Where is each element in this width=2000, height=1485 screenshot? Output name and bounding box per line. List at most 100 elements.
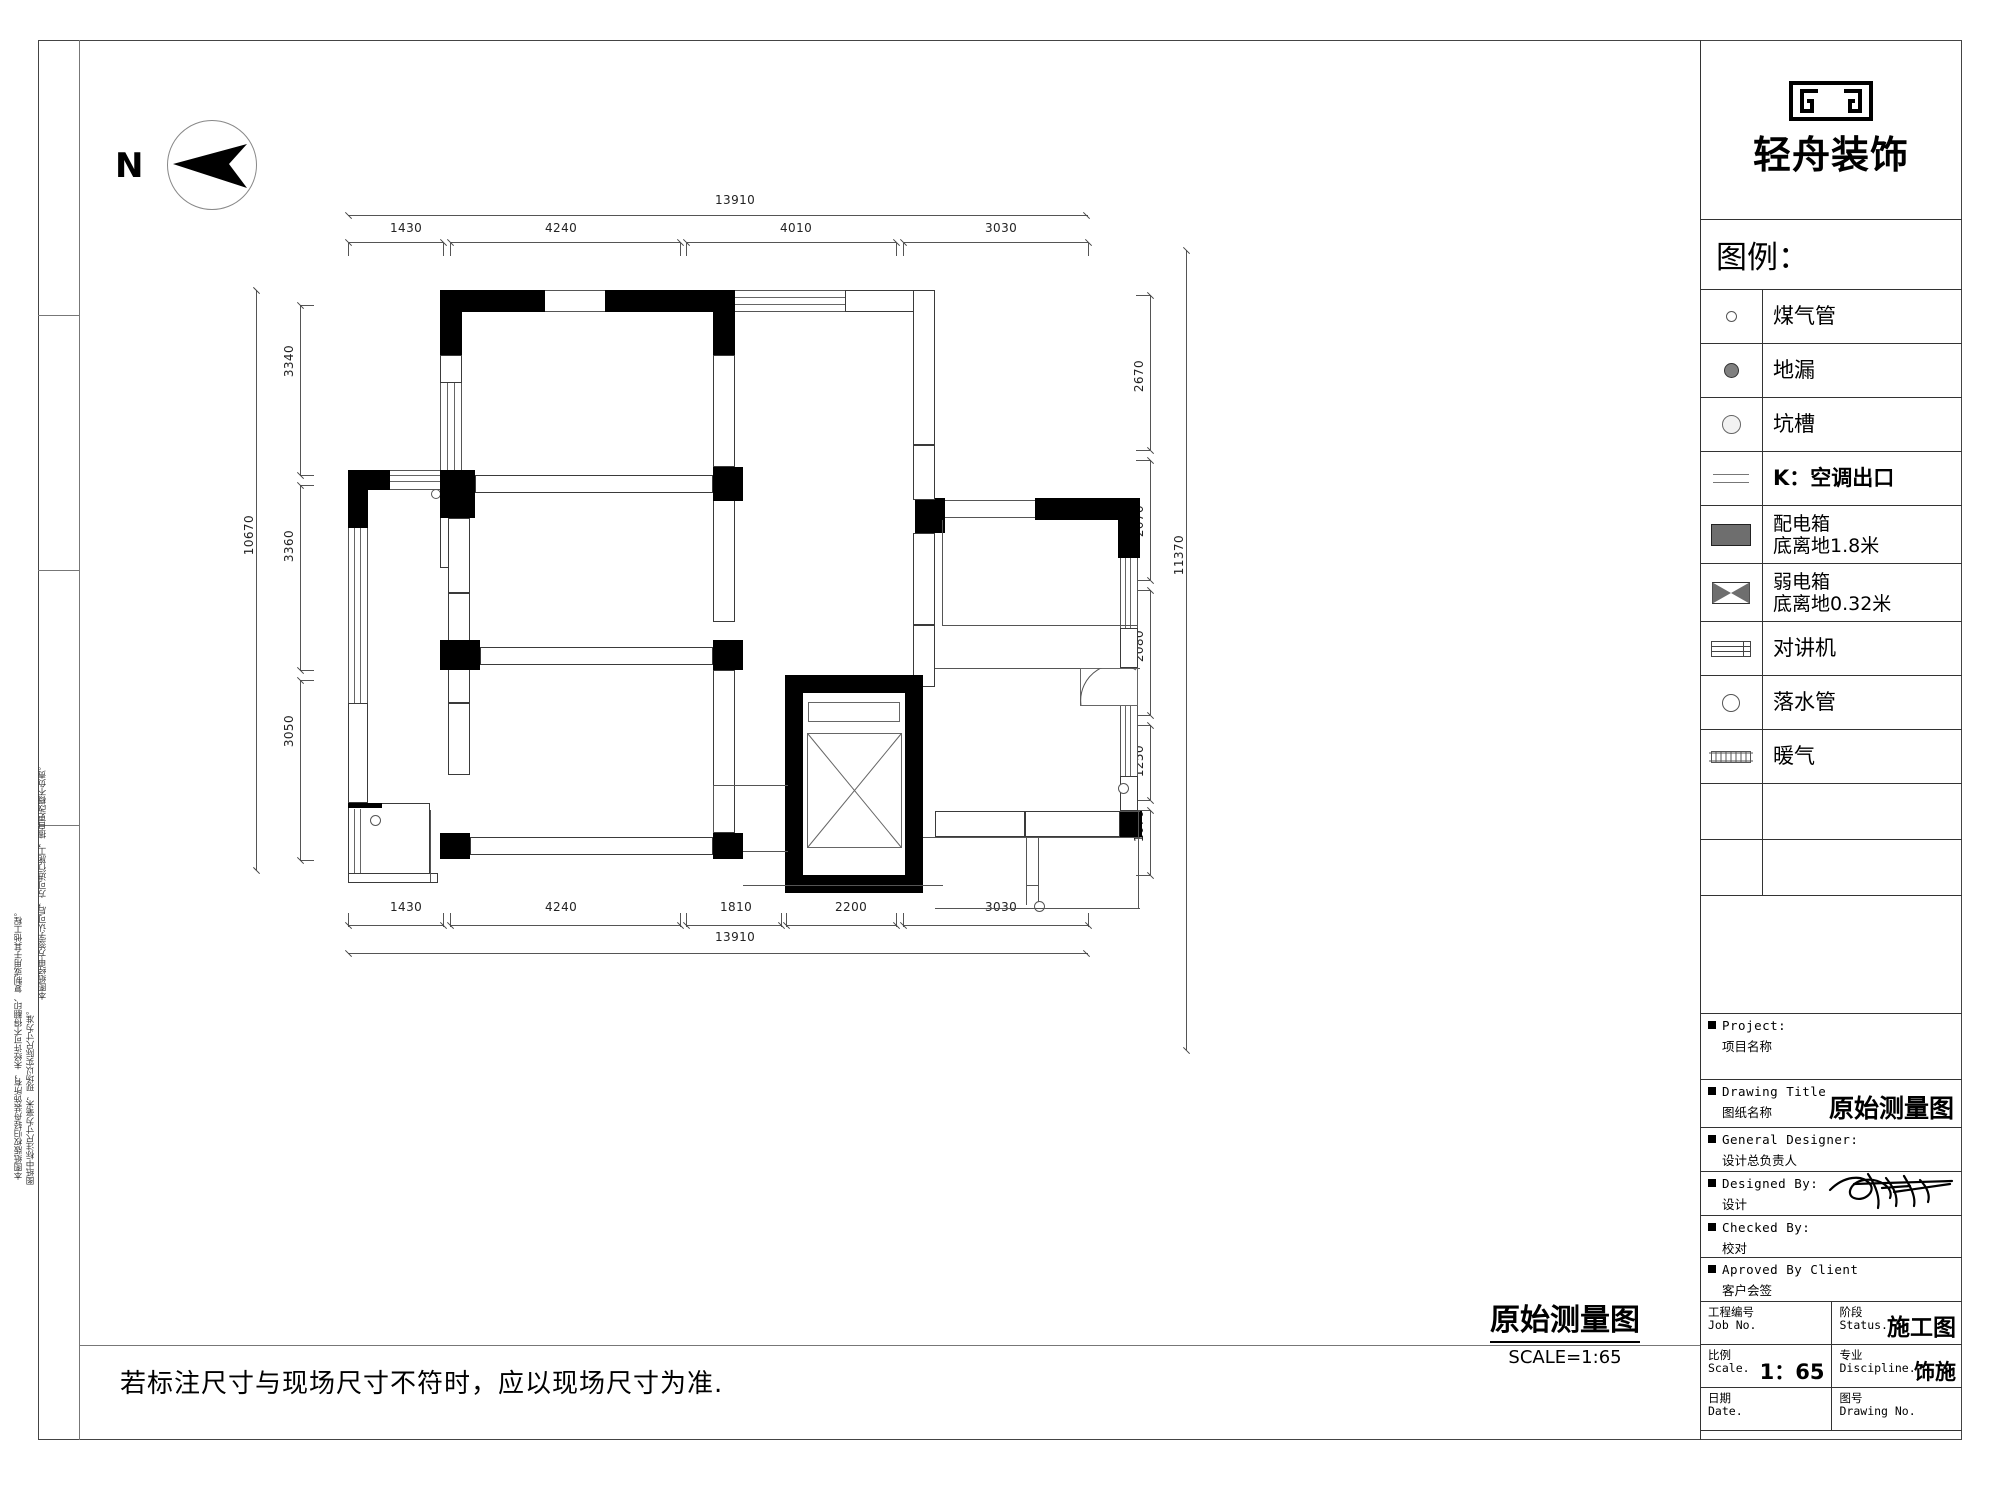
legend-table: 煤气管 地漏 坑槽 K：空调出口 配电箱 底离地1.8米 — [1700, 290, 1962, 896]
window-opening — [390, 470, 440, 490]
status-label-en: Status. — [1839, 1318, 1888, 1332]
wall-thin — [913, 445, 935, 500]
status-value: 施工图 — [1887, 1315, 1956, 1341]
discipline-label-cn: 专业 — [1839, 1348, 1863, 1362]
dim-bottom-total: 13910 — [715, 930, 756, 944]
legend-symbol-cell — [1700, 622, 1763, 675]
scale-cell[interactable]: 比例 Scale. 1：65 — [1700, 1345, 1832, 1387]
hatched-circle-icon — [1721, 415, 1741, 434]
wall-column — [713, 467, 743, 501]
titleblock-row-approved-by-client[interactable]: Aproved By Client 客户会签 — [1700, 1258, 1962, 1302]
legend-label-group: 弱电箱 底离地0.32米 — [1763, 571, 1891, 615]
job-no-cell[interactable]: 工程编号 Job No. — [1700, 1302, 1832, 1344]
dimension-disclaimer-note: 若标注尺寸与现场尺寸不符时，应以现场尺寸为准. — [120, 1369, 724, 1399]
seal-emblem-icon — [1789, 81, 1873, 121]
titleblock: Project: 项目名称 Drawing Title 图纸名称 原始测量图 G… — [1700, 1014, 1962, 1431]
wall-thin — [480, 647, 713, 665]
electrical-box-marker — [348, 803, 382, 808]
approved-by-client-label-en: Aproved By Client — [1708, 1262, 1962, 1277]
sheet-border — [38, 40, 1962, 1440]
discipline-label-en: Discipline. — [1839, 1361, 1916, 1375]
titleblock-row-scale-discipline: 比例 Scale. 1：65 专业 Discipline. 饰施 — [1700, 1345, 1962, 1388]
scale-label-en: Scale. — [1708, 1361, 1750, 1375]
dim-top-seg-4: 3030 — [985, 221, 1018, 235]
filled-circle-icon — [1723, 363, 1739, 378]
titleblock-row-checked-by[interactable]: Checked By: 校对 — [1700, 1216, 1962, 1258]
wall-thin — [913, 290, 935, 445]
wall-segment — [1035, 498, 1140, 520]
dim-left-total: 10670 — [242, 515, 256, 556]
north-circle — [167, 120, 257, 210]
window-opening — [1120, 706, 1138, 776]
wall-column — [440, 290, 462, 355]
approved-by-client-label-cn: 客户会签 — [1722, 1283, 1773, 1298]
legend-row-floor-drain: 地漏 — [1700, 344, 1962, 398]
north-arrow-glyph — [173, 144, 247, 188]
window-opening — [735, 290, 845, 312]
legend-symbol-cell — [1700, 398, 1763, 451]
legend-row-weak-current-box: 弱电箱 底离地0.32米 — [1700, 564, 1962, 622]
legend-row-gas-pipe: 煤气管 — [1700, 290, 1962, 344]
scale-label-cn: 比例 — [1708, 1348, 1731, 1362]
legend-row-ac-outlet: K：空调出口 — [1700, 452, 1962, 506]
company-name: 轻舟装饰 — [1752, 133, 1909, 177]
date-cell[interactable]: 日期 Date. — [1700, 1388, 1832, 1430]
legend-symbol-cell — [1700, 730, 1763, 783]
plan-scale-text: SCALE=1:65 — [1508, 1347, 1622, 1368]
side-note-1: 本图纸版权归轻舟装饰所有，未经许可不得翻印、复制或用于其他工程。 — [14, 908, 24, 1180]
dim-left-seg-2: 3360 — [282, 530, 296, 563]
legend-symbol-cell — [1700, 452, 1763, 505]
dim-bottom-seg-3: 1810 — [720, 900, 753, 914]
bullet-icon — [1708, 1135, 1716, 1143]
legend-symbol-cell — [1700, 840, 1763, 895]
status-cell[interactable]: 阶段 Status. 施工图 — [1832, 1302, 1963, 1344]
wall-segment — [605, 290, 735, 312]
wall-segment — [440, 290, 545, 312]
general-designer-label-cn: 设计总负责人 — [1722, 1153, 1798, 1168]
bullet-icon — [1708, 1087, 1716, 1095]
titleblock-row-jobno-status: 工程编号 Job No. 阶段 Status. 施工图 — [1700, 1302, 1962, 1345]
legend-label: 坑槽 — [1773, 412, 1815, 436]
legend-label: 地漏 — [1773, 358, 1815, 382]
project-label-cn: 项目名称 — [1722, 1039, 1773, 1054]
window-opening — [545, 290, 605, 312]
titleblock-row-date-drawingno: 日期 Date. 图号 Drawing No. — [1700, 1388, 1962, 1431]
wall-thin — [1120, 628, 1138, 668]
legend-row-empty-1 — [1700, 784, 1962, 840]
window-opening — [1120, 558, 1138, 628]
status-label-cn: 阶段 — [1839, 1305, 1863, 1319]
wall-thin — [448, 703, 470, 775]
legend-row-radiator: 暖气 — [1700, 730, 1962, 784]
window-opening — [348, 528, 368, 703]
dim-top-seg-1: 1430 — [390, 221, 423, 235]
titleblock-row-designed-by[interactable]: Designed By: 设计 — [1700, 1172, 1962, 1216]
radiator-icon — [1709, 750, 1753, 763]
drawing-title-label-en: Drawing Title — [1708, 1084, 1962, 1099]
dim-top-total: 13910 — [715, 193, 756, 207]
titleblock-row-drawing-title[interactable]: Drawing Title 图纸名称 原始测量图 — [1700, 1080, 1962, 1128]
legend-label: K：空调出口 — [1773, 466, 1895, 490]
drawing-no-cell[interactable]: 图号 Drawing No. — [1832, 1388, 1963, 1430]
wall-thin — [470, 837, 713, 855]
discipline-cell[interactable]: 专业 Discipline. 饰施 — [1832, 1345, 1963, 1387]
bullet-icon — [1708, 1265, 1716, 1273]
titleblock-row-project[interactable]: Project: 项目名称 — [1700, 1014, 1962, 1080]
open-circle-icon — [1722, 693, 1740, 712]
legend-row-downpipe: 落水管 — [1700, 676, 1962, 730]
margin-divider-3 — [38, 825, 80, 826]
dim-top-seg-3: 4010 — [780, 221, 813, 235]
titleblock-row-general-designer[interactable]: General Designer: 设计总负责人 — [1700, 1128, 1962, 1172]
wall-thin — [913, 625, 935, 687]
plan-title-text: 原始测量图 — [1490, 1295, 1640, 1343]
drawing-title-value: 原始测量图 — [1828, 1094, 1954, 1123]
dim-bottom-seg-5: 3030 — [985, 900, 1018, 914]
shaft-wall — [785, 875, 923, 893]
note-separator-rule — [80, 1345, 1700, 1346]
legend-label-sub: 底离地0.32米 — [1773, 592, 1892, 615]
wall-column — [915, 498, 945, 533]
legend-row-pit: 坑槽 — [1700, 398, 1962, 452]
wall-column — [440, 833, 470, 859]
wall-column — [348, 470, 368, 528]
legend-label: 落水管 — [1773, 690, 1836, 714]
legend-row-empty-2 — [1700, 840, 1962, 896]
